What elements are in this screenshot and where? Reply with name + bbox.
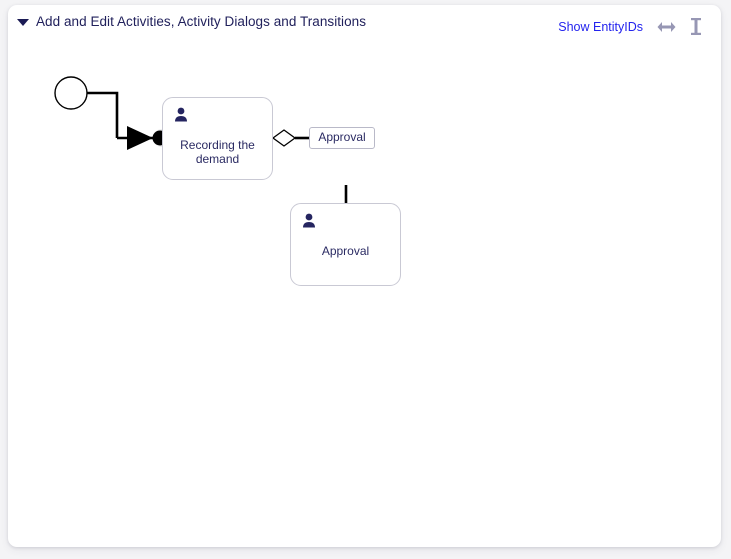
- diagram-svg: [54, 76, 359, 250]
- activity-node-label-line1: Recording the: [180, 138, 255, 152]
- person-icon: [175, 107, 187, 122]
- panel-header: Add and Edit Activities, Activity Dialog…: [8, 5, 721, 41]
- transition-label-approval[interactable]: Approval: [309, 127, 375, 149]
- activity-node-approval[interactable]: Approval: [290, 203, 401, 286]
- activity-editor-panel: Add and Edit Activities, Activity Dialog…: [8, 5, 721, 547]
- activity-node-label-line2: demand: [195, 152, 240, 166]
- transition-start-to-recording[interactable]: [79, 91, 171, 150]
- resize-horizontal-icon[interactable]: [657, 20, 676, 34]
- filled-triangle-right-marker: [127, 126, 153, 150]
- activity-node-label-line1: Approval: [321, 244, 370, 258]
- start-node[interactable]: [54, 76, 88, 110]
- person-icon: [303, 213, 315, 228]
- transition-path: [79, 91, 119, 138]
- resize-vertical-icon[interactable]: [690, 17, 702, 36]
- header-actions: Show EntityIDs: [558, 17, 702, 36]
- show-entity-ids-link[interactable]: Show EntityIDs: [558, 19, 643, 34]
- panel-collapse-toggle[interactable]: Add and Edit Activities, Activity Dialog…: [17, 14, 366, 29]
- caret-down-icon[interactable]: [17, 19, 29, 26]
- hollow-diamond-marker: [271, 129, 297, 147]
- page-title: Add and Edit Activities, Activity Dialog…: [36, 14, 367, 29]
- diagram-canvas[interactable]: Recording the demand Approval Approval: [8, 41, 721, 547]
- activity-node-recording-the-demand[interactable]: Recording the demand: [162, 97, 273, 180]
